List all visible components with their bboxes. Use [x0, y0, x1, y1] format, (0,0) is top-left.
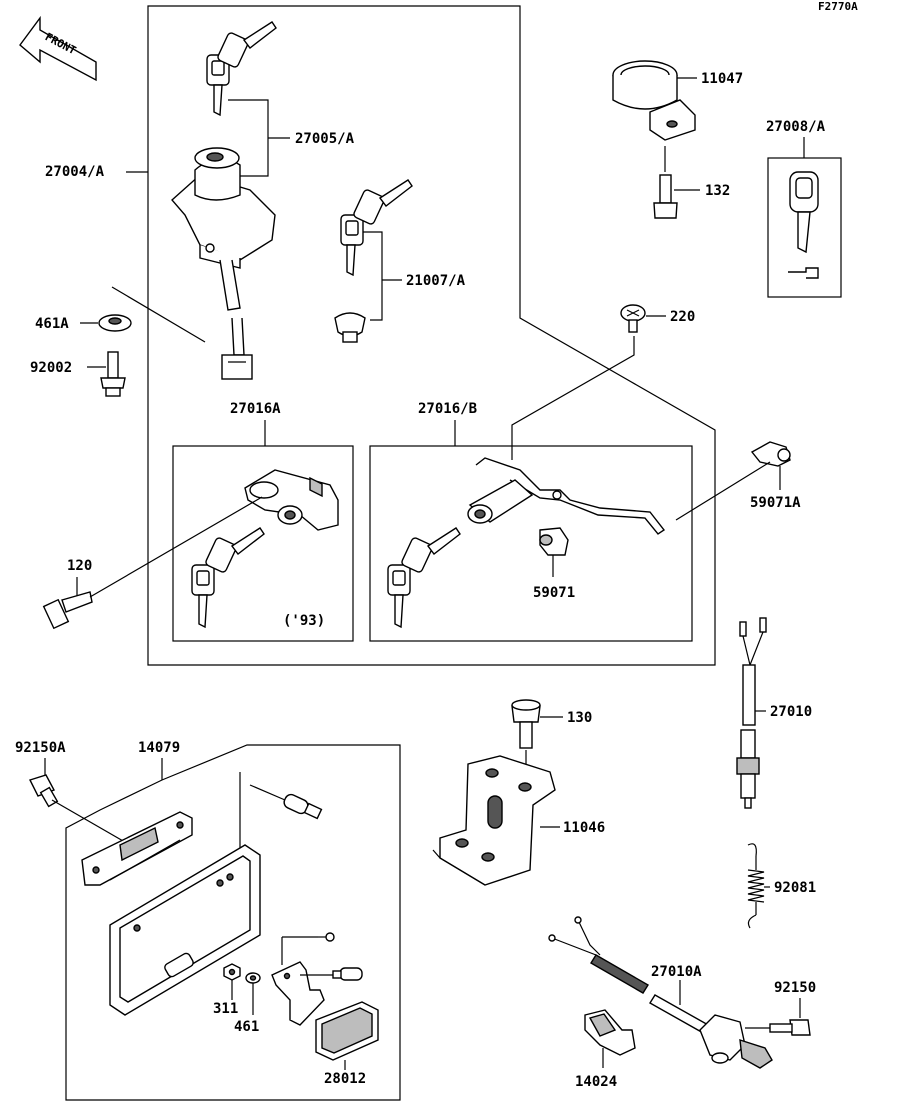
lock-cylinder-icon	[244, 469, 339, 531]
label-92150A: 92150A	[15, 740, 66, 756]
label-92081: 92081	[774, 880, 816, 896]
label-92150: 92150	[774, 980, 816, 996]
label-27008: 27008/A	[766, 119, 826, 135]
bolt-132-icon	[653, 174, 678, 219]
label-21007: 21007/A	[406, 273, 466, 289]
label-120: 120	[67, 558, 92, 574]
label-59071A: 59071A	[750, 495, 801, 511]
nut-icon	[223, 963, 241, 981]
reflector-icon	[315, 1001, 379, 1061]
lock-set-b-frame	[369, 445, 693, 642]
plate-bracket-icon	[81, 811, 193, 886]
label-461A: 461A	[35, 316, 69, 332]
label-28012: 28012	[324, 1071, 366, 1087]
lock-b-keys-icon	[387, 527, 461, 629]
label-59071: 59071	[533, 585, 575, 601]
label-14024: 14024	[575, 1074, 617, 1090]
switch-27010-icon	[736, 617, 767, 809]
spring-icon	[747, 843, 765, 929]
screw-icon	[620, 304, 646, 333]
bolt-130-icon	[511, 699, 541, 749]
key-blank-frame	[767, 157, 842, 298]
lock-a-keys-icon	[191, 527, 265, 629]
small-screw-icon	[318, 932, 335, 942]
ignition-group-frame	[147, 5, 716, 666]
bulb-icon	[283, 793, 323, 820]
cover-14024-icon	[584, 1009, 636, 1056]
label-27016B: 27016/B	[418, 401, 477, 417]
label-92002: 92002	[30, 360, 72, 376]
label-27010: 27010	[770, 704, 812, 720]
label-11047: 11047	[701, 71, 743, 87]
label-311: 311	[213, 1001, 238, 1017]
lamp-bulb-icon	[332, 967, 363, 981]
label-27004: 27004/A	[45, 164, 105, 180]
label-220: 220	[670, 309, 695, 325]
label-11046: 11046	[563, 820, 605, 836]
label-461: 461	[234, 1019, 259, 1035]
bolt-icon	[100, 351, 126, 397]
bolt-120-icon	[42, 591, 93, 630]
bolt-92150-icon	[769, 1019, 811, 1036]
seat-lock-keys-icon	[334, 179, 413, 343]
label-132: 132	[705, 183, 730, 199]
key-blank-icon	[788, 171, 819, 279]
label-27010A: 27010A	[651, 964, 702, 980]
license-plate-group-frame	[65, 744, 401, 1101]
label-130: 130	[567, 710, 592, 726]
figure-code: F2770A	[818, 0, 858, 13]
clip-icon	[539, 527, 569, 556]
switch-27010A-icon	[699, 1014, 773, 1069]
ignition-switch-icon	[171, 147, 276, 380]
washer-461-icon	[245, 972, 261, 984]
seat-lock-assembly-icon	[467, 457, 666, 535]
lock-set-a-frame	[172, 445, 354, 642]
bolt-92150A-icon	[29, 774, 59, 808]
label-14079: 14079	[138, 740, 180, 756]
bracket-11046-icon	[432, 755, 556, 886]
label-27016A: 27016A	[230, 401, 281, 417]
clip-59071A-icon	[750, 441, 791, 467]
clamp-icon	[612, 60, 696, 141]
front-arrow-icon: FRONT	[19, 15, 97, 82]
label-27005: 27005/A	[295, 131, 355, 147]
label-93: ('93)	[283, 613, 325, 629]
ignition-keys-icon	[206, 21, 277, 117]
lamp-bracket-icon	[271, 961, 325, 1026]
license-plate-icon	[109, 844, 261, 1016]
